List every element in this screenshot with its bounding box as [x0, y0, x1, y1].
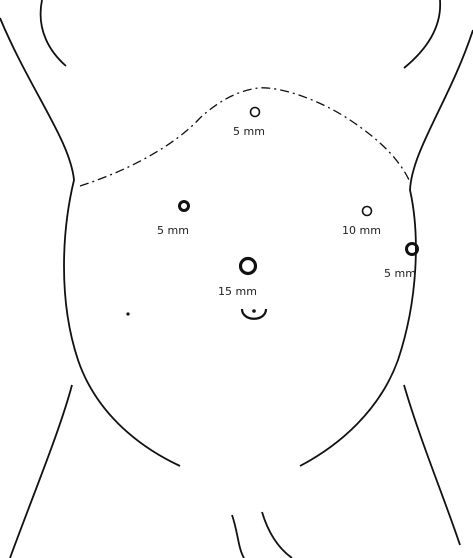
right-hip-line [404, 385, 460, 545]
small-mark [126, 312, 129, 315]
port-left-upper [363, 207, 372, 216]
port-subxiphoid [251, 108, 260, 117]
port-camera [241, 259, 256, 274]
right-shoulder-contour [404, 0, 440, 68]
right-thigh-inner [262, 512, 292, 558]
port-label-left-upper: 10 mm [342, 224, 381, 237]
port-label-left-lateral: 5 mm [384, 267, 416, 280]
left-hip-line [10, 385, 72, 558]
port-right-flank [180, 202, 189, 211]
left-torso-side [0, 18, 180, 466]
left-shoulder-contour [41, 0, 66, 66]
port-label-right-flank: 5 mm [157, 224, 189, 237]
umbilicus-dot [252, 309, 256, 313]
port-label-subxiphoid: 5 mm [233, 125, 265, 138]
left-thigh-inner [232, 515, 244, 558]
right-torso-side [300, 30, 473, 466]
port-label-camera: 15 mm [218, 285, 257, 298]
